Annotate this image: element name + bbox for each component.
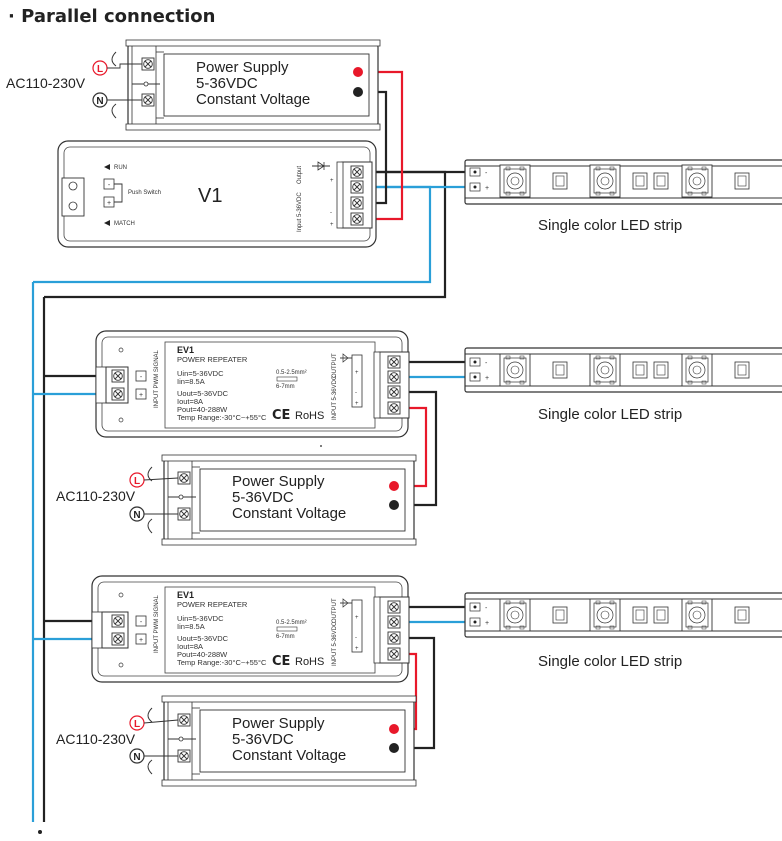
power-supply-3: Power Supply 5-36VDC Constant Voltage L … [56,695,417,787]
psu1-ac-label: AC110-230V [6,75,86,91]
svg-text:+: + [355,370,359,376]
psu2-n-text: N [133,510,140,521]
psu3-positive-terminal [389,724,399,734]
svg-text:+: + [355,615,359,621]
rep1-input-v-label: INPUT 5-36VDC [332,375,338,420]
psu2-negative-terminal [389,500,399,510]
svg-text:+: + [139,637,143,644]
rep2-temp: Temp Range:-30°C~+55°C [177,658,267,667]
psu3-ac-label: AC110-230V [56,731,136,747]
v1-push-switch: Push Switch [128,190,161,196]
psu2-line1: Power Supply [232,473,325,490]
svg-text:-: - [330,210,332,216]
rep1-subtitle: POWER REPEATER [177,355,248,364]
psu1-n-text: N [96,96,103,107]
psu1-l-text: L [97,64,103,75]
rep2-rohs: RoHS [295,656,324,668]
rep1-name: EV1 [177,345,194,355]
v1-input-label: Input 5-36VDC [297,192,303,232]
rep2-wire-spec1: 0.5-2.5mm² [276,620,307,626]
rep1-uout: Uout=5-36VDC [177,389,229,398]
rep2-output-label: OUTPUT [332,598,338,623]
rep1-rohs: RoHS [295,410,324,422]
rep2-input-v-label: INPUT 5-36VDC [332,621,338,666]
rep2-pout: Pout=40-288W [177,650,228,659]
svg-text:+: + [485,620,489,627]
svg-text:-: - [355,635,357,641]
rep1-wire-spec1: 0.5-2.5mm² [276,370,307,376]
led-strip-3: - + Single color LED strip [464,592,782,670]
repeater-1: - + INPUT PWM SIGNAL EV1 POWER REPEATER … [95,330,410,438]
rep2-uin: Uin=5-36VDC [177,614,224,623]
svg-text:+: + [107,200,111,207]
svg-text:+: + [355,401,359,407]
psu2-l-text: L [134,476,140,487]
v1-name: V1 [198,185,222,207]
psu3-l-text: L [134,719,140,730]
strip2-label: Single color LED strip [538,406,682,423]
led-strip-2: - + Single color LED strip [464,347,782,423]
rep1-output-label: OUTPUT [332,353,338,378]
rep2-iout: Iout=8A [177,642,203,651]
rep1-wire-spec2: 6-7mm [276,384,295,390]
svg-text:-: - [108,182,111,189]
repeater-2: - + INPUT PWM SIGNAL EV1 POWER REPEATER … [91,575,410,683]
stray-dot [320,445,322,447]
psu1-negative-terminal [353,87,363,97]
psu3-n-text: N [133,752,140,763]
svg-text:-: - [485,605,488,612]
psu2-positive-terminal [389,481,399,491]
rep2-name: EV1 [177,590,194,600]
rep2-subtitle: POWER REPEATER [177,600,248,609]
svg-text:+: + [485,375,489,382]
rep1-iout: Iout=8A [177,397,203,406]
rep1-input-pwm: INPUT PWM SIGNAL [154,349,160,408]
svg-text:-: - [140,374,143,381]
psu1-line3: Constant Voltage [196,91,310,108]
svg-text:+: + [355,646,359,652]
psu2-black-wire [394,390,438,507]
led-strip-1: - + Single color LED strip [464,159,782,234]
v1-output-label: Output [297,166,303,184]
rep2-uout: Uout=5-36VDC [177,634,229,643]
rep2-ce: CE [272,654,290,669]
psu3-line3: Constant Voltage [232,747,346,764]
rep1-pout: Pout=40-288W [177,405,228,414]
psu3-line1: Power Supply [232,715,325,732]
bus-end-dot [38,830,42,834]
svg-text:-: - [485,360,488,367]
v1-controller: - + Push Switch RUN MATCH V1 Output Inpu… [57,140,377,248]
svg-text:+: + [139,392,143,399]
psu2-ac-label: AC110-230V [56,488,136,504]
rep2-wire-spec2: 6-7mm [276,634,295,640]
psu2-line2: 5-36VDC [232,489,294,506]
svg-text:-: - [355,390,357,396]
rep1-ce: CE [272,408,290,423]
svg-text:+: + [330,222,334,228]
rep1-uin: Uin=5-36VDC [177,369,224,378]
svg-text:-: - [485,170,488,177]
rep1-iin: Iin=8.5A [177,377,205,386]
svg-text:+: + [330,178,334,184]
psu1-positive-terminal [353,67,363,77]
strip1-label: Single color LED strip [538,217,682,234]
rep2-input-pwm: INPUT PWM SIGNAL [154,594,160,653]
diagram-title: · Parallel connection [8,6,215,27]
v1-match-label: MATCH [114,221,135,227]
psu2-line3: Constant Voltage [232,505,346,522]
strip3-label: Single color LED strip [538,653,682,670]
svg-text:+: + [485,185,489,192]
psu1-line1: Power Supply [196,59,289,76]
psu3-line2: 5-36VDC [232,731,294,748]
power-supply-1: Power Supply 5-36VDC Constant Voltage L … [6,39,381,131]
v1-run-label: RUN [114,165,127,171]
psu1-line2: 5-36VDC [196,75,258,92]
psu1-red-wire [358,70,404,221]
rep2-iin: Iin=8.5A [177,622,205,631]
rep1-temp: Temp Range:-30°C~+55°C [177,413,267,422]
power-supply-2: Power Supply 5-36VDC Constant Voltage L … [56,454,417,546]
psu3-negative-terminal [389,743,399,753]
svg-text:-: - [140,619,143,626]
